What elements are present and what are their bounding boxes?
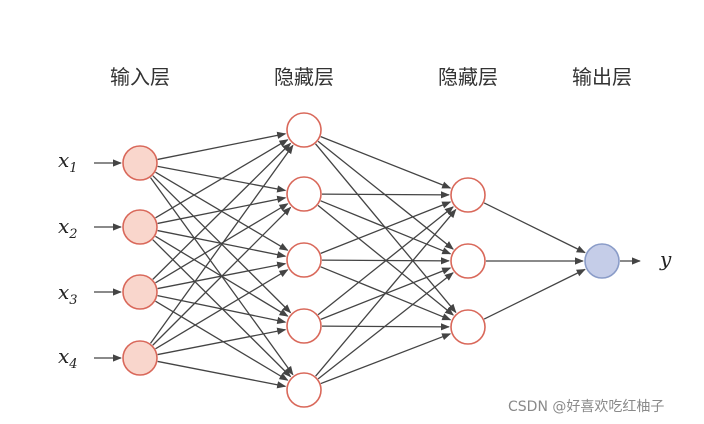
hidden1-node-2 [286, 176, 322, 212]
layer-title-input: 输入层 [110, 65, 170, 89]
edge-l2-n2-to-n0 [483, 268, 586, 320]
edge-l1-n4-to-n1 [317, 272, 454, 380]
edge-l1-n1-to-n0 [321, 191, 450, 199]
io-arrows [94, 159, 641, 362]
hidden2-node-1 [450, 177, 486, 213]
input-node-1 [122, 145, 158, 181]
edge-l1-n2-to-n0 [320, 201, 452, 254]
hidden1-node-5 [286, 372, 322, 408]
hidden1-node-1 [286, 112, 322, 148]
edge-l0-n1-to-n0 [155, 139, 289, 219]
output-label-y: y [659, 247, 672, 271]
edge-l0-n2-to-n4 [155, 300, 289, 381]
edge-l1-n4-to-n2 [320, 333, 452, 385]
connection-edges [149, 131, 586, 389]
hidden2-node-2 [450, 243, 486, 279]
output-node-1 [584, 243, 620, 279]
edge-l0-n2-to-n0 [152, 142, 292, 280]
input-label-x2: x2 [58, 214, 78, 242]
network-nodes [122, 112, 620, 408]
edge-l0-n0-to-n0 [157, 131, 287, 161]
edge-l0-n3-to-n3 [157, 327, 287, 356]
input-node-3 [122, 274, 158, 310]
input-label-x4: x4 [58, 344, 78, 372]
edge-l0-n1-to-n4 [152, 239, 292, 378]
edge-l1-n3-to-n0 [317, 206, 454, 316]
input-label-x1: x1 [58, 148, 78, 176]
layer-title-hidden-1: 隐藏层 [274, 65, 334, 89]
edge-l0-n3-to-n1 [152, 206, 292, 346]
layer-title-hidden-2: 隐藏层 [438, 65, 498, 89]
input-label-x3: x3 [58, 280, 78, 308]
layer-title-output: 输出层 [572, 65, 632, 89]
edge-l2-n0-to-n0 [483, 202, 586, 254]
watermark: CSDN @好喜欢吃红柚子 [508, 399, 665, 415]
input-node-2 [122, 209, 158, 245]
edge-l0-n3-to-n2 [155, 269, 289, 350]
edge-l0-n3-to-n0 [149, 144, 294, 344]
edge-l1-n0-to-n0 [320, 136, 452, 189]
edge-l1-n4-to-n0 [315, 208, 457, 377]
hidden2-node-3 [450, 309, 486, 345]
edge-l1-n0-to-n1 [317, 140, 454, 250]
hidden1-node-3 [286, 242, 322, 278]
input-node-4 [122, 340, 158, 376]
edge-l0-n2-to-n1 [155, 203, 289, 284]
hidden1-node-4 [286, 308, 322, 344]
edge-l0-n3-to-n4 [157, 360, 287, 389]
